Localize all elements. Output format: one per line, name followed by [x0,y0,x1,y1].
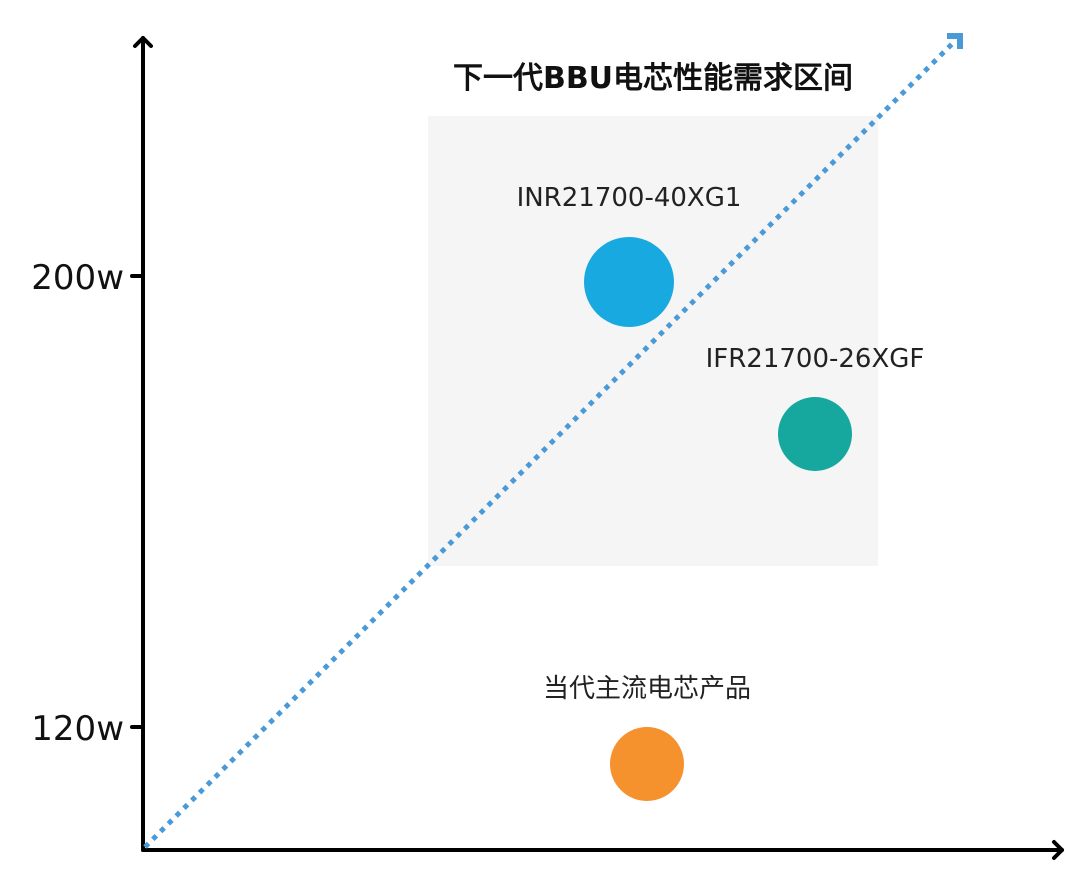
axes [130,36,1064,860]
point-current-mainstream [610,727,684,801]
x-axis-arrow-icon [1052,840,1064,860]
point-inr21700-40xg1 [584,237,674,327]
y-axis-arrow-icon [133,36,153,48]
point-label-current-mainstream: 当代主流电芯产品 [543,674,751,704]
y-tick-label-120w: 120w [31,709,124,749]
point-label-inr21700-40xg1: INR21700-40XG1 [517,183,742,213]
trend-line [143,38,958,849]
data-points [584,237,852,801]
region-title: 下一代BBU电芯性能需求区间 [453,61,853,96]
trend-line-arrow-icon [947,33,963,49]
point-ifr21700-26xgf [778,397,852,471]
point-label-ifr21700-26xgf: IFR21700-26XGF [706,344,925,374]
y-tick-label-200w: 200w [31,258,124,298]
